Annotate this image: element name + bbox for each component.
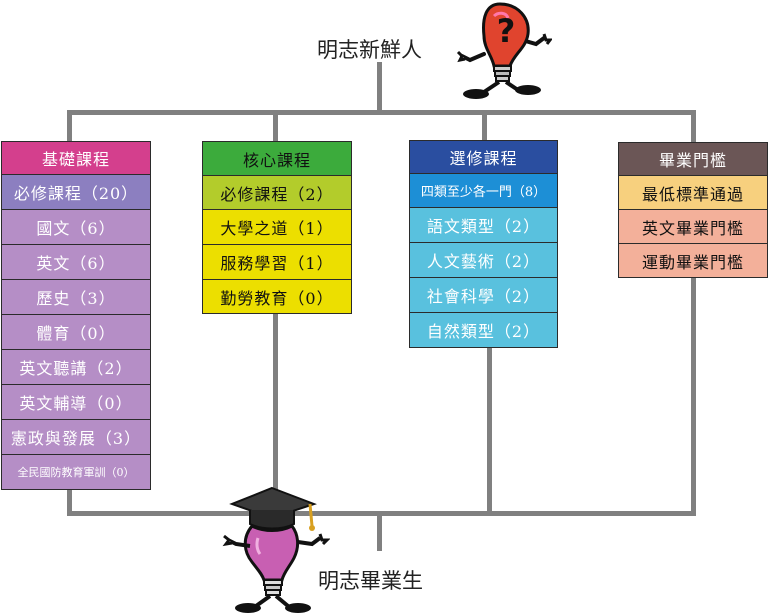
connector-top-stem [377, 62, 382, 114]
column-2-item-4: 勤勞教育（0） [202, 279, 352, 314]
column-1-item-4: 歷史（3） [1, 279, 151, 315]
connector-top-bar [67, 110, 696, 115]
column-2-item-2: 大學之道（1） [202, 209, 352, 245]
column-3-item-5: 自然類型（2） [409, 312, 558, 348]
column-elective-courses: 選修課程 四類至少各一門（8） 語文類型（2） 人文藝術（2） 社會科學（2） … [409, 140, 558, 348]
column-2-header: 核心課程 [202, 141, 352, 176]
column-3-item-2: 語文類型（2） [409, 207, 558, 243]
column-4-header: 畢業門檻 [618, 142, 768, 176]
column-1-header: 基礎課程 [1, 141, 151, 175]
connector-rise-4 [691, 278, 696, 516]
column-2-item-1: 必修課程（2） [202, 175, 352, 210]
column-4-item-2: 英文畢業門檻 [618, 209, 768, 244]
column-foundation-courses: 基礎課程 必修課程（20） 國文（6） 英文（6） 歷史（3） 體育（0） 英文… [1, 141, 151, 490]
column-1-item-7: 英文輔導（0） [1, 384, 151, 420]
column-1-item-9: 全民國防教育軍訓（0） [1, 454, 151, 490]
graduate-label: 明志畢業生 [318, 569, 423, 593]
connector-rise-2 [273, 314, 278, 516]
column-4-item-3: 運動畢業門檻 [618, 243, 768, 278]
svg-text:?: ? [497, 12, 516, 50]
question-lightbulb-mascot-icon: ? [456, 2, 552, 99]
column-graduation-thresholds: 畢業門檻 最低標準通過 英文畢業門檻 運動畢業門檻 [618, 142, 768, 278]
column-1-item-5: 體育（0） [1, 314, 151, 350]
column-1-item-8: 憲政與發展（3） [1, 419, 151, 455]
column-2-item-3: 服務學習（1） [202, 244, 352, 280]
freshman-label: 明志新鮮人 [317, 38, 422, 62]
column-3-item-3: 人文藝術（2） [409, 242, 558, 278]
column-1-item-1: 必修課程（20） [1, 174, 151, 210]
column-1-item-2: 國文（6） [1, 209, 151, 245]
connector-drop-1 [67, 110, 72, 143]
column-core-courses: 核心課程 必修課程（2） 大學之道（1） 服務學習（1） 勤勞教育（0） [202, 141, 352, 314]
column-1-item-6: 英文聽講（2） [1, 349, 151, 385]
connector-drop-4 [691, 110, 696, 144]
column-4-item-1: 最低標準通過 [618, 175, 768, 210]
column-3-item-1: 四類至少各一門（8） [409, 173, 558, 208]
connector-drop-2 [273, 110, 278, 142]
column-3-item-4: 社會科學（2） [409, 277, 558, 313]
connector-drop-3 [482, 110, 487, 142]
connector-rise-1 [67, 486, 72, 516]
graduate-lightbulb-mascot-icon [222, 486, 330, 613]
connector-bottom-stem [377, 511, 382, 551]
column-1-item-3: 英文（6） [1, 244, 151, 280]
column-3-header: 選修課程 [409, 140, 558, 174]
connector-rise-3 [487, 347, 492, 516]
